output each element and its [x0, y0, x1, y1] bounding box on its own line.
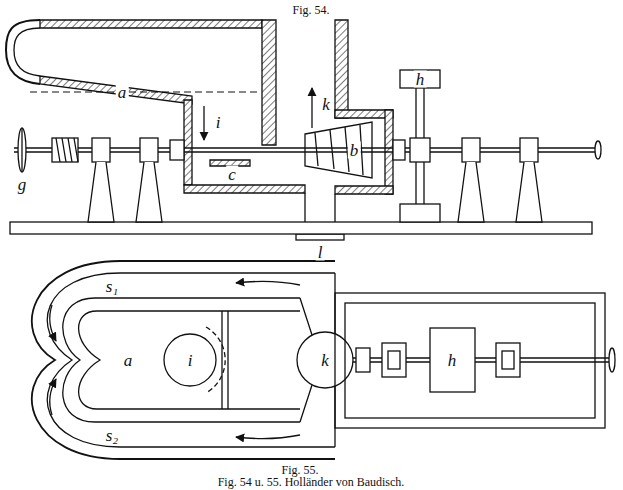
part-letter: s₂ — [104, 427, 121, 444]
section-view — [6, 20, 601, 240]
part-letter: i — [214, 114, 223, 131]
part-letter: h — [446, 352, 459, 369]
part-letter: i — [186, 352, 195, 369]
figure-number: Fig. 55. — [279, 464, 320, 476]
part-letter: k — [320, 96, 332, 113]
part-letter: b — [348, 142, 361, 159]
part-letter: a — [116, 84, 129, 101]
part-letter: a — [122, 352, 135, 369]
figure-caption: Fig. 54 u. 55. Holländer von Baudisch. — [218, 476, 405, 488]
part-letter: g — [16, 176, 29, 193]
part-letter: c — [226, 166, 238, 183]
part-letter: l — [316, 244, 325, 261]
part-letter: h — [414, 71, 427, 88]
figure-number: Fig. 54. — [290, 4, 331, 16]
part-letter: s₁ — [104, 278, 121, 295]
part-letter: k — [319, 352, 331, 369]
plan-view — [32, 261, 615, 459]
